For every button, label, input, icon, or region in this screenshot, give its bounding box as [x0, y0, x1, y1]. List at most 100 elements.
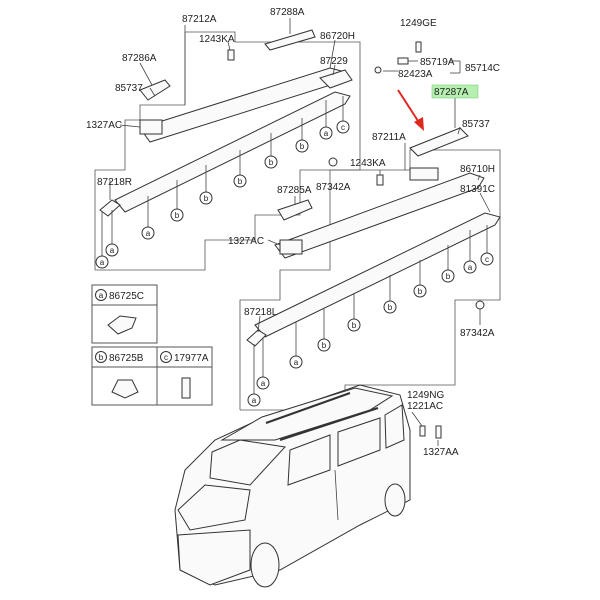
vehicle-side-window-front — [287, 434, 331, 486]
label-1221AC: 1221AC — [407, 401, 443, 412]
label-87286A: 87286A — [122, 53, 157, 64]
label-87212A: 87212A — [182, 14, 217, 25]
lower-roof-rail — [274, 172, 485, 259]
lower-bolt-1243KA — [376, 174, 384, 186]
bolt-1249GE — [415, 41, 422, 53]
lower-rear-cover-piece — [246, 329, 267, 347]
svg-text:c: c — [341, 123, 345, 132]
lower-callouts: a a a b b b b b a c — [247, 225, 494, 407]
lower-assembly-frame — [239, 149, 501, 411]
svg-text:b: b — [99, 353, 104, 362]
label-87342A-mid: 87342A — [316, 182, 351, 193]
leader-87286A — [139, 62, 153, 86]
svg-text:b: b — [446, 272, 451, 281]
svg-text:b: b — [388, 303, 393, 312]
svg-text:b: b — [322, 341, 327, 350]
leader-1327AC-mid — [267, 239, 281, 246]
legend-box-c: c 17977A — [156, 346, 213, 406]
upper-front-bracket — [139, 119, 163, 135]
bolt-1327AA — [435, 425, 442, 439]
label-82423A: 82423A — [398, 69, 433, 80]
leader-85737-left — [149, 87, 156, 97]
label-85719A: 85719A — [420, 57, 455, 68]
upper-callouts: a a a b b b b b a c — [95, 96, 350, 269]
nut-82423A — [374, 66, 382, 74]
label-85737-right: 85737 — [462, 119, 490, 130]
vehicle-door-line — [334, 469, 339, 521]
leader-1327AC-top — [119, 124, 141, 128]
upper-assembly-frame — [94, 31, 361, 271]
legend-label-17977A: 17977A — [174, 353, 209, 364]
label-1327AC-mid: 1327AC — [228, 236, 264, 247]
leader-85737-right — [457, 126, 461, 135]
highlight-87287A — [431, 84, 479, 99]
svg-text:b: b — [238, 177, 243, 186]
label-87287A: 87287A — [434, 87, 469, 98]
label-1327AA: 1327AA — [423, 447, 459, 458]
label-87229: 87229 — [320, 56, 348, 67]
leader-86720H — [329, 39, 336, 69]
vehicle-rear-window — [384, 404, 405, 449]
leader-1249NG — [411, 411, 423, 427]
svg-text:b: b — [204, 194, 209, 203]
label-85714C: 85714C — [465, 63, 500, 74]
label-1249NG: 1249NG — [407, 390, 444, 401]
leader-87229 — [332, 64, 336, 76]
svg-text:a: a — [99, 291, 104, 300]
upper-rear-cover-piece — [99, 199, 121, 217]
svg-text:a: a — [468, 263, 473, 272]
upper-front-end-cap — [139, 79, 171, 101]
vehicle-front-wheel — [250, 542, 280, 588]
leader-81391C — [479, 192, 491, 213]
label-1249GE: 1249GE — [400, 18, 437, 29]
legend-label-86725B: 86725B — [109, 353, 144, 364]
svg-text:c: c — [164, 353, 168, 362]
vehicle-windshield — [209, 439, 287, 486]
legend-box-a: a 86725C — [91, 284, 158, 344]
label-87285A: 87285A — [277, 185, 312, 196]
svg-text:c: c — [485, 255, 489, 264]
red-pointer-arrow — [397, 89, 424, 131]
svg-text:a: a — [294, 358, 299, 367]
label-87218L: 87218L — [244, 307, 278, 318]
label-87288A: 87288A — [270, 7, 305, 18]
vehicle-illustration — [174, 384, 411, 588]
label-1243KA-top: 1243KA — [199, 34, 235, 45]
vehicle-roof-rail-left — [279, 407, 379, 441]
upper-bolt-1243KA — [227, 49, 235, 61]
label-87342A-right: 87342A — [460, 328, 495, 339]
lower-end-cap-87287A — [409, 127, 469, 157]
svg-text:b: b — [300, 142, 305, 151]
legend-label-86725C: 86725C — [109, 291, 144, 302]
svg-text:b: b — [352, 321, 357, 330]
svg-text:a: a — [324, 129, 329, 138]
svg-text:a: a — [110, 246, 115, 255]
svg-text:b: b — [269, 158, 274, 167]
label-86720H: 86720H — [320, 31, 355, 42]
upper-rear-end-cap — [264, 29, 316, 51]
label-81391C: 81391C — [460, 184, 495, 195]
lower-rear-bracket — [409, 167, 439, 181]
label-87218R: 87218R — [97, 177, 132, 188]
bolt-85719A — [397, 57, 409, 65]
upper-roof-rail-cover — [114, 91, 351, 213]
leader-1243KA-top — [227, 41, 231, 51]
svg-text:a: a — [146, 229, 151, 238]
lower-clip-87342A — [475, 300, 485, 310]
vehicle-front-bumper — [177, 529, 251, 586]
lower-front-end-cap — [277, 199, 313, 221]
upper-rear-cap-329 — [319, 69, 353, 89]
leader-86710H — [477, 174, 481, 181]
legend-box-b: b 86725B — [91, 346, 158, 406]
svg-text:a: a — [252, 396, 257, 405]
vehicle-hood — [177, 484, 251, 531]
bolt-1249NG — [419, 425, 426, 437]
label-1243KA-mid: 1243KA — [350, 158, 386, 169]
vehicle-side-window-rear — [337, 417, 381, 467]
callout-a: a — [100, 258, 105, 267]
label-1327AC-top: 1327AC — [86, 120, 122, 131]
lower-front-bracket — [279, 239, 303, 255]
vehicle-rear-wheel — [384, 483, 406, 517]
label-86710H: 86710H — [460, 164, 495, 175]
